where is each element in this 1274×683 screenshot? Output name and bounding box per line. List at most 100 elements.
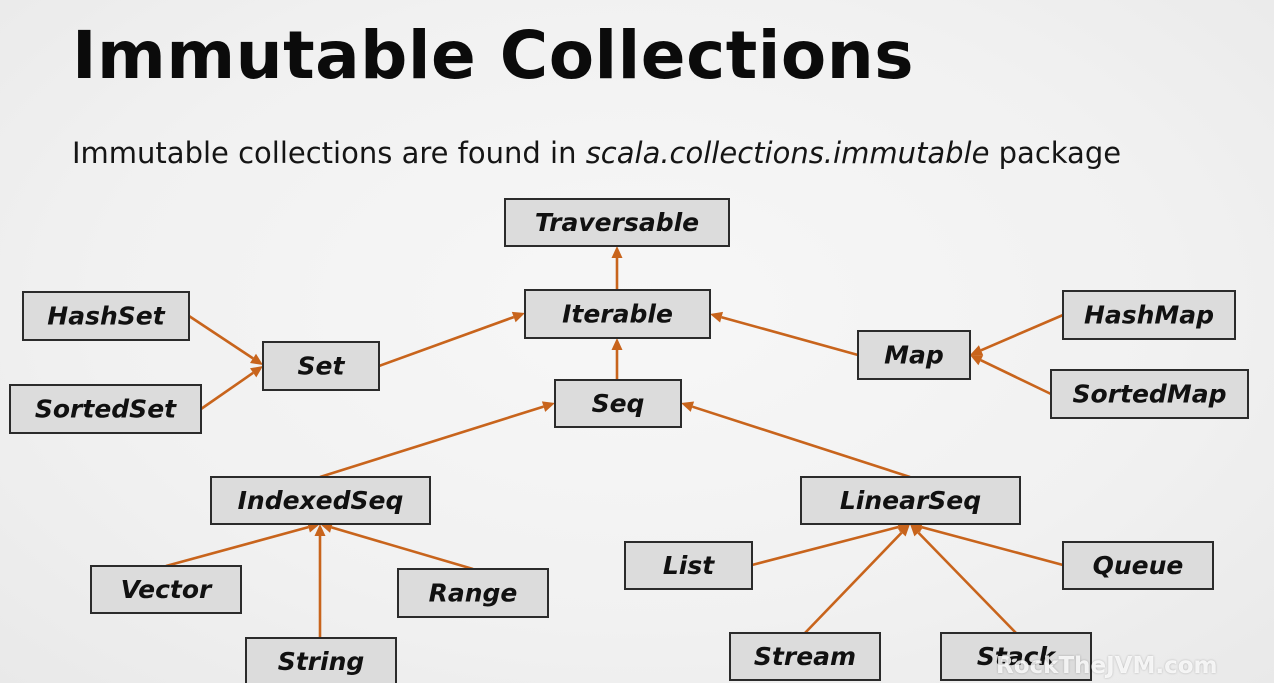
- node-indexedseq: IndexedSeq: [210, 476, 431, 525]
- node-string: String: [245, 637, 397, 683]
- node-box: [245, 637, 397, 683]
- arrowhead: [511, 311, 525, 323]
- edge-list-to-linearseq: [751, 521, 910, 567]
- node-label: List: [663, 551, 715, 580]
- arrowhead: [681, 401, 695, 412]
- node-hashmap: HashMap: [1062, 290, 1236, 340]
- node-label: Map: [884, 341, 944, 370]
- edge-sortedmap-to-map: [970, 355, 1052, 396]
- node-label: IndexedSeq: [238, 486, 404, 515]
- edge-hashmap-to-map: [970, 313, 1064, 356]
- node-hashset: HashSet: [22, 291, 190, 341]
- node-box: [210, 476, 431, 525]
- node-label: Range: [429, 579, 518, 608]
- edge-iterable-to-traversable: [611, 246, 623, 290]
- node-box: [262, 341, 380, 391]
- edge-indexedseq-to-seq: [319, 401, 555, 479]
- edge-map-to-iterable: [710, 311, 859, 357]
- edge-sortedset-to-set: [200, 366, 263, 411]
- edge-set-to-iterable: [378, 311, 525, 368]
- edge-hashset-to-set: [188, 314, 263, 365]
- node-sortedset: SortedSet: [9, 384, 202, 434]
- arrowhead: [897, 524, 910, 537]
- node-label: Stack: [977, 642, 1057, 671]
- node-range: Range: [397, 568, 549, 618]
- edge-line: [980, 359, 1052, 396]
- edge-line: [331, 526, 474, 571]
- edge-line: [804, 531, 903, 634]
- arrowhead: [541, 401, 555, 412]
- node-map: Map: [857, 330, 971, 380]
- arrowhead: [910, 524, 923, 537]
- node-stack: Stack: [940, 632, 1092, 681]
- edge-line: [200, 371, 254, 411]
- node-label: Traversable: [535, 208, 699, 237]
- edge-queue-to-linearseq: [910, 521, 1064, 567]
- node-box: [800, 476, 1021, 525]
- edge-line: [921, 525, 1064, 567]
- node-label: SortedSet: [35, 395, 177, 424]
- node-label: SortedMap: [1073, 380, 1227, 409]
- node-box: [729, 632, 881, 681]
- node-label: Set: [298, 352, 346, 381]
- node-box: [9, 384, 202, 434]
- edge-range-to-indexedseq: [320, 522, 474, 571]
- arrowhead: [970, 345, 984, 356]
- node-box: [940, 632, 1092, 681]
- node-label: Stream: [754, 642, 856, 671]
- edge-line: [165, 525, 309, 568]
- node-label: HashMap: [1084, 301, 1214, 330]
- edge-string-to-indexedseq: [314, 524, 326, 638]
- node-box: [624, 541, 753, 590]
- node-label: String: [278, 647, 365, 676]
- slide-subtitle: Immutable collections are found in scala…: [72, 132, 1121, 174]
- node-label: Queue: [1093, 551, 1184, 580]
- slide-title: Immutable Collections: [72, 17, 914, 94]
- edge-linearseq-to-seq: [681, 401, 911, 479]
- watermark-text: RockTheJVM.com: [996, 653, 1218, 679]
- node-stream: Stream: [729, 632, 881, 681]
- node-label: HashSet: [47, 302, 165, 331]
- node-box: [397, 568, 549, 618]
- edge-line: [378, 315, 515, 368]
- node-set: Set: [262, 341, 380, 391]
- arrowhead: [611, 246, 623, 258]
- edge-seq-to-iterable: [611, 338, 623, 380]
- node-seq: Seq: [554, 379, 682, 428]
- node-box: [524, 289, 711, 339]
- node-sortedmap: SortedMap: [1050, 369, 1249, 419]
- node-iterable: Iterable: [524, 289, 711, 339]
- node-label: Iterable: [562, 300, 673, 329]
- node-traversable: Traversable: [504, 198, 730, 247]
- edge-stream-to-linearseq: [804, 524, 910, 634]
- arrowhead: [970, 355, 984, 366]
- node-label: LinearSeq: [840, 486, 981, 515]
- edge-line: [319, 405, 544, 479]
- edge-line: [692, 405, 911, 479]
- node-label: Vector: [121, 575, 213, 604]
- subtitle-text-after: package: [998, 136, 1122, 170]
- arrowhead: [710, 311, 723, 323]
- edge-line: [980, 313, 1064, 352]
- node-queue: Queue: [1062, 541, 1214, 590]
- node-box: [504, 198, 730, 247]
- node-box: [554, 379, 682, 428]
- edge-line: [751, 525, 899, 567]
- edge-stack-to-linearseq: [910, 524, 1017, 634]
- node-box: [1062, 290, 1236, 340]
- edge-line: [917, 531, 1017, 634]
- arrowhead: [611, 338, 623, 350]
- node-vector: Vector: [90, 565, 242, 614]
- node-list: List: [624, 541, 753, 590]
- arrowhead: [314, 524, 326, 536]
- node-box: [22, 291, 190, 341]
- arrowhead: [250, 366, 263, 378]
- edge-vector-to-indexedseq: [165, 521, 320, 568]
- node-box: [857, 330, 971, 380]
- edge-line: [188, 314, 254, 360]
- subtitle-package-name: scala.collections.immutable: [585, 136, 990, 170]
- edge-line: [721, 315, 859, 357]
